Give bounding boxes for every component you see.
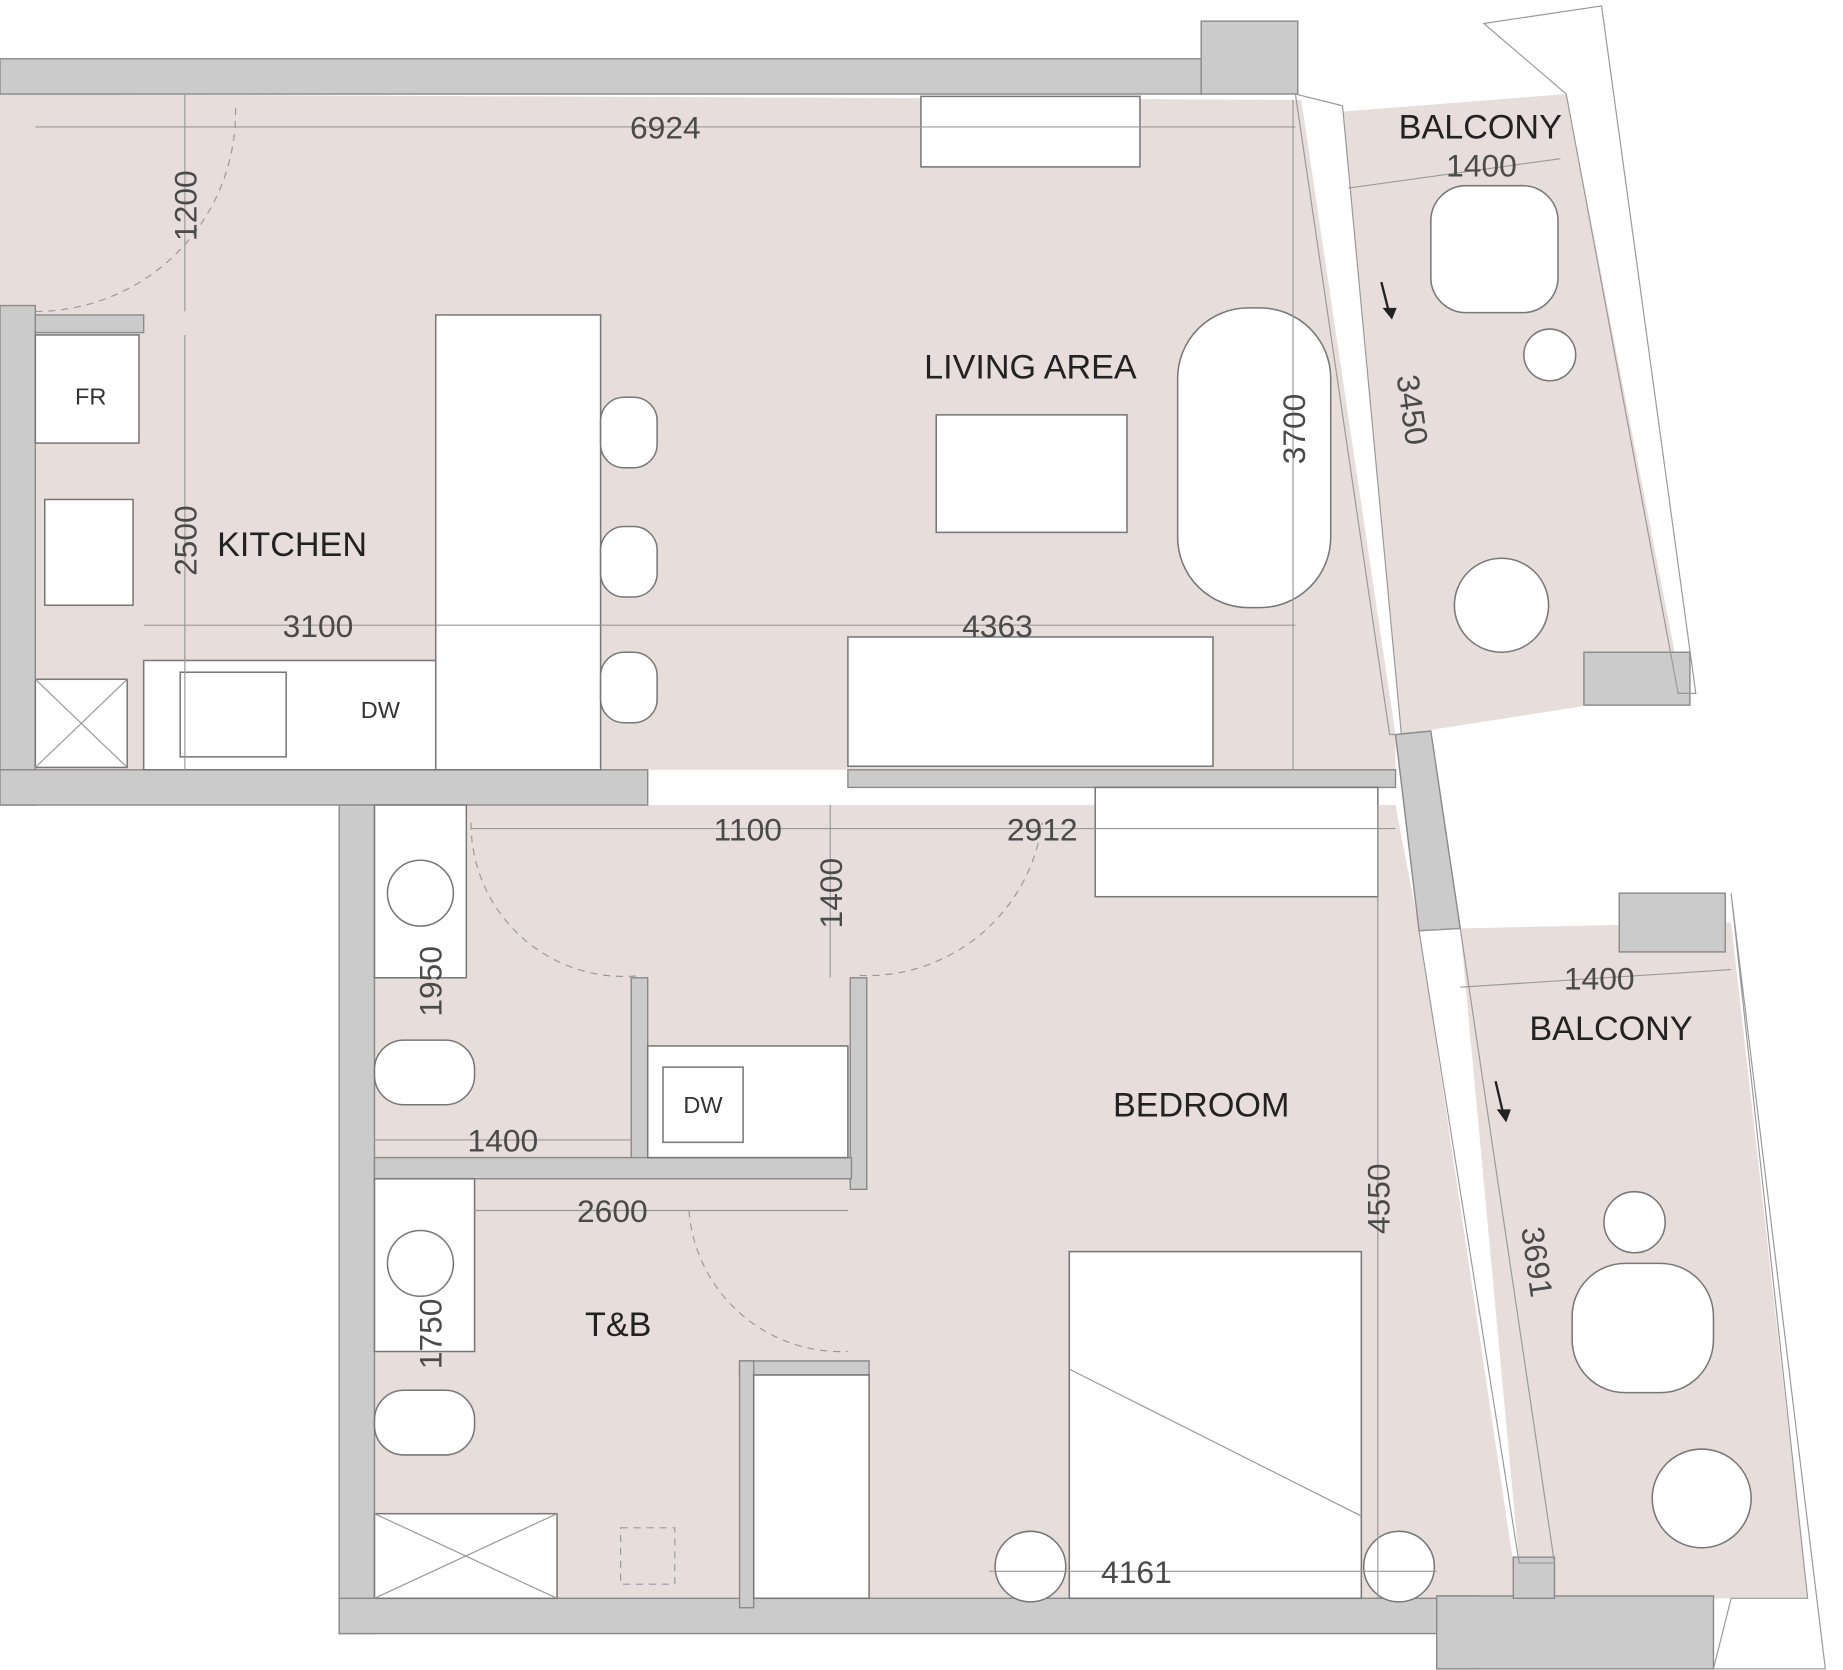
fridge: [34, 334, 140, 444]
plant: [1651, 1448, 1752, 1549]
dishwasher: [662, 1066, 744, 1144]
dimension-line: [1348, 158, 1561, 189]
dishwasher-label: DW: [683, 1092, 723, 1118]
stove-icon: [43, 498, 134, 607]
dim-bedroom-depth: 4550: [1361, 1163, 1397, 1234]
shaft-cross-line: [34, 678, 128, 768]
bar-stool: [599, 525, 658, 598]
nightstand-lamp: [1362, 1530, 1436, 1603]
dim-living-depth: 3700: [1276, 394, 1312, 465]
dim-bath-depth: 1750: [413, 1299, 449, 1370]
bed-cover-line: [1069, 1368, 1362, 1517]
dim-powder-depth: 1950: [413, 946, 449, 1017]
dimension-labels: 6924 1200 2500 3100 4363 3700 3450 1400 …: [168, 110, 1635, 1590]
fridge-label: FR: [75, 383, 106, 409]
nightstand-lamp: [994, 1530, 1067, 1603]
tv-console: [920, 95, 1141, 168]
kitchen-island: [434, 314, 602, 771]
bar-stool: [599, 396, 658, 469]
door-swing: [688, 1210, 848, 1353]
sofa: [847, 636, 1214, 768]
dim-living-span: 4363: [962, 608, 1033, 644]
washbasin: [386, 859, 455, 927]
dimension-line: [1460, 968, 1732, 988]
dim-corridor-width: 1100: [714, 811, 782, 847]
wardrobe: [1094, 786, 1379, 898]
dimension-lines: [35, 94, 1732, 1599]
shower-cross-line: [374, 1513, 558, 1599]
arrow-head: [1382, 307, 1397, 320]
dishwasher-label: DW: [361, 697, 401, 723]
dim-entry-depth: 1200: [168, 170, 204, 241]
dim-bath-width: 2600: [577, 1193, 648, 1229]
dim-wardrobe-width: 2912: [1007, 811, 1078, 847]
toilet: [373, 1039, 476, 1106]
dim-balcony1-width: 1400: [1446, 147, 1517, 183]
arrow-head: [1496, 1109, 1511, 1123]
dim-kitchen-depth: 2500: [168, 505, 204, 576]
side-table: [1523, 328, 1577, 382]
dim-powder-width: 1400: [467, 1123, 538, 1159]
dim-corridor-depth: 1400: [813, 858, 849, 929]
arrow-icon: [1380, 281, 1511, 1123]
furniture: [34, 95, 1752, 1603]
room-label-bath: T&B: [585, 1306, 651, 1344]
door-swing: [35, 105, 237, 313]
coffee-table: [935, 414, 1128, 534]
toilet: [373, 1389, 476, 1456]
dim-kitchen-width: 3100: [283, 608, 354, 644]
room-label-balcony: BALCONY: [1529, 1010, 1692, 1048]
room-label-kitchen: KITCHEN: [217, 526, 367, 564]
door-swing: [470, 822, 642, 978]
armchair: [1430, 184, 1559, 314]
dim-balcony2-width: 1400: [1564, 961, 1635, 997]
dim-bedroom-width: 4161: [1101, 1554, 1172, 1590]
kitchen-sink: [179, 671, 287, 758]
side-table: [1603, 1190, 1666, 1254]
floor-areas: [0, 94, 1808, 1599]
door-swing: [859, 822, 1043, 977]
room-label-bedroom: BEDROOM: [1113, 1086, 1289, 1124]
room-label-balcony: BALCONY: [1399, 109, 1562, 147]
plant: [1453, 557, 1550, 654]
washbasin: [386, 1229, 455, 1298]
room-label-living: LIVING AREA: [924, 348, 1137, 386]
bedroom-wardrobe: [752, 1374, 870, 1600]
walls: [0, 5, 1826, 1670]
dim-living-width: 6924: [630, 110, 701, 146]
bed: [1068, 1250, 1363, 1600]
armchair: [1571, 1262, 1715, 1394]
fixture-outline: [620, 1527, 676, 1585]
bar-stool: [599, 651, 658, 724]
